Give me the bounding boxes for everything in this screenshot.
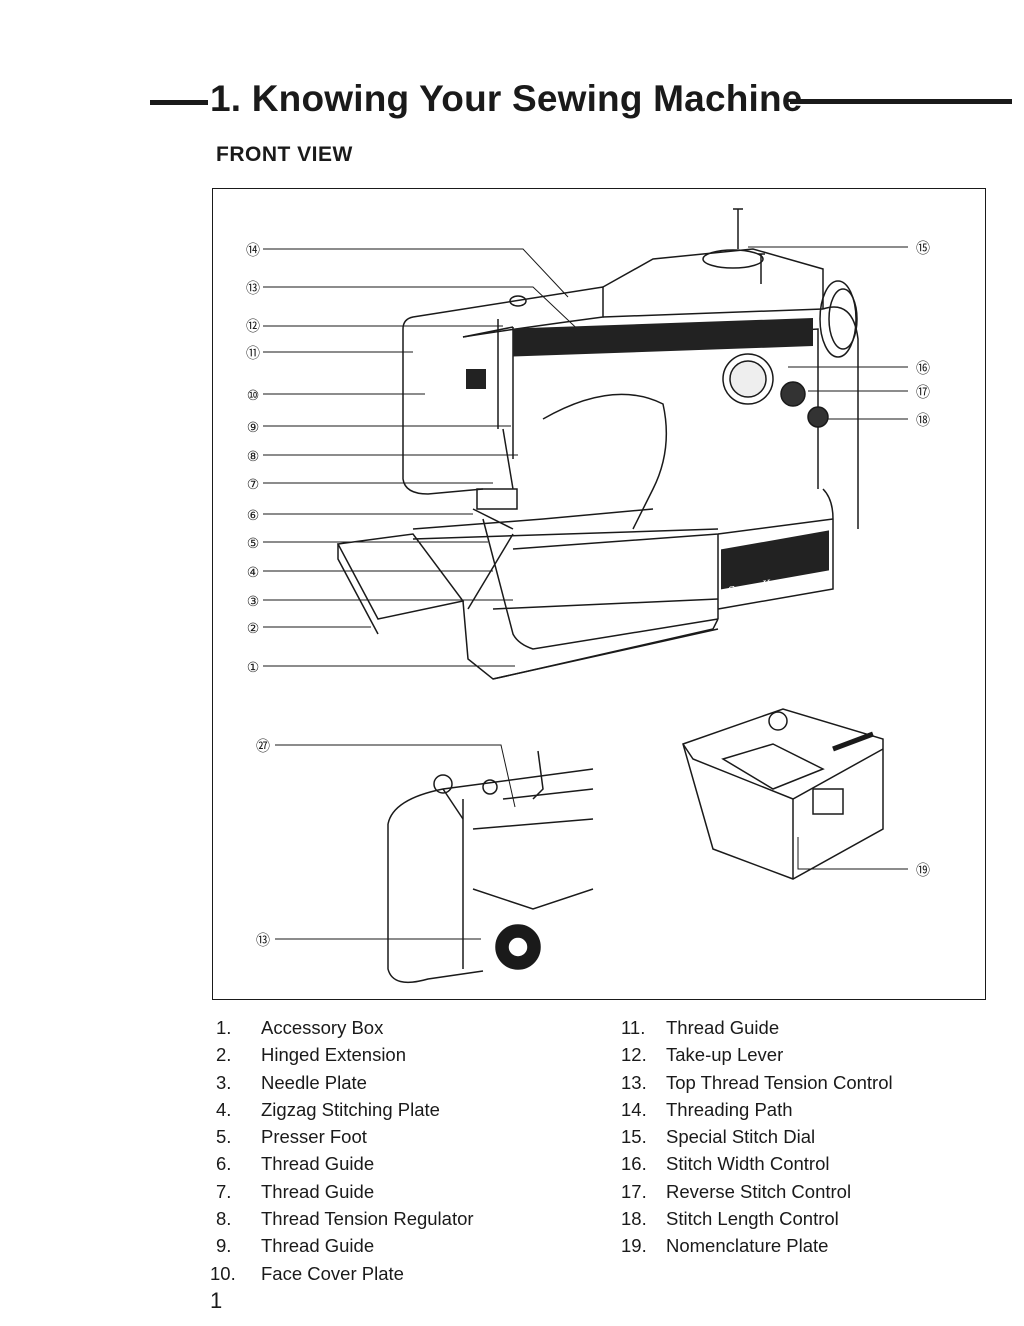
section-title: FRONT VIEW xyxy=(216,143,353,166)
callout-6: ⑥ xyxy=(247,508,260,524)
legend-label: Take-up Lever xyxy=(666,1044,784,1066)
sewing-machine-illustration: Sears Kenmore xyxy=(246,208,930,984)
legend-item: 10. Face Cover Plate xyxy=(210,1260,596,1287)
legend-number: 8. xyxy=(216,1208,232,1230)
callout-15: ⑮ xyxy=(916,241,930,257)
legend-item: 3. Needle Plate xyxy=(216,1069,596,1096)
legend-item: 8. Thread Tension Regulator xyxy=(216,1205,596,1232)
legend-item: 17. Reverse Stitch Control xyxy=(621,1178,981,1205)
legend-label: Hinged Extension xyxy=(261,1044,407,1066)
legend-number: 13. xyxy=(621,1071,647,1093)
page-number: 1 xyxy=(210,1288,223,1313)
legend-label: Reverse Stitch Control xyxy=(666,1180,852,1202)
title-rule-left xyxy=(150,100,208,105)
legend-number: 3. xyxy=(216,1071,232,1093)
callout-1: ① xyxy=(247,660,260,676)
legend-label: Stitch Width Control xyxy=(666,1153,830,1175)
sewing-machine-figure: Sears Kenmore xyxy=(212,188,986,1000)
callout-9: ⑨ xyxy=(247,420,260,436)
legend-number: 19. xyxy=(621,1235,647,1257)
legend-item: 6. Thread Guide xyxy=(216,1150,596,1177)
callout-3: ③ xyxy=(247,594,260,610)
legend-number: 14. xyxy=(621,1098,647,1120)
parts-legend-left: 1. Accessory Box 2. Hinged Extension 3. Nee… xyxy=(210,1014,596,1287)
legend-label: Stitch Length Control xyxy=(666,1208,839,1230)
legend-number: 2. xyxy=(216,1044,232,1066)
callout-27: ㉗ xyxy=(256,739,270,755)
legend-number: 16. xyxy=(621,1153,647,1175)
legend-label: Zigzag Stitching Plate xyxy=(261,1098,440,1120)
legend-item: 14. Threading Path xyxy=(621,1096,981,1123)
legend-item: 5. Presser Foot xyxy=(216,1123,596,1150)
callout-11: ⑪ xyxy=(246,346,260,362)
callout-13-detail: ⑬ xyxy=(256,933,270,949)
head-detail-inset xyxy=(387,750,594,984)
callout-markers: ⑭ ⑬ ⑫ ⑪ ⑩ ⑨ ⑧ ⑦ ⑥ ⑤ ④ ③ ② ① ⑮ ⑯ ⑰ ⑱ ㉗ ⑬ … xyxy=(246,241,930,949)
legend-number: 10. xyxy=(210,1262,236,1284)
legend-label: Thread Guide xyxy=(261,1235,375,1257)
callout-5: ⑤ xyxy=(247,536,260,552)
callout-12: ⑫ xyxy=(246,319,260,335)
callout-7: ⑦ xyxy=(247,477,260,493)
legend-number: 4. xyxy=(216,1098,232,1120)
parts-legend-right: 11. Thread Guide 12. Take-up Lever 13. Top … xyxy=(621,1014,981,1260)
callout-10: ⑩ xyxy=(247,388,260,404)
callout-14: ⑭ xyxy=(246,243,260,259)
legend-number: 6. xyxy=(216,1153,232,1175)
legend-item: 4. Zigzag Stitching Plate xyxy=(216,1096,596,1123)
legend-item: 11. Thread Guide xyxy=(621,1014,981,1041)
page-title: 1. Knowing Your Sewing Machine xyxy=(210,78,803,119)
callout-16: ⑯ xyxy=(916,361,930,377)
legend-item: 12. Take-up Lever xyxy=(621,1041,981,1068)
legend-number: 18. xyxy=(621,1208,647,1230)
accessory-box-inset xyxy=(682,708,884,880)
legend-number: 11. xyxy=(621,1017,646,1038)
legend-number: 17. xyxy=(621,1180,647,1202)
legend-label: Thread Guide xyxy=(666,1017,780,1038)
legend-item: 2. Hinged Extension xyxy=(216,1041,596,1068)
machine-body: Sears Kenmore xyxy=(336,208,859,680)
legend-label: Thread Guide xyxy=(261,1153,375,1175)
callout-4: ④ xyxy=(247,565,260,581)
legend-number: 1. xyxy=(216,1017,232,1038)
legend-label: Special Stitch Dial xyxy=(666,1126,816,1148)
legend-number: 15. xyxy=(621,1126,647,1148)
legend-item: 19. Nomenclature Plate xyxy=(621,1232,981,1259)
legend-item: 1. Accessory Box xyxy=(216,1014,596,1041)
callout-17: ⑰ xyxy=(916,385,930,401)
callout-8: ⑧ xyxy=(247,449,260,465)
legend-label: Needle Plate xyxy=(261,1071,367,1093)
legend-label: Presser Foot xyxy=(261,1126,367,1148)
callout-13: ⑬ xyxy=(246,281,260,297)
legend-number: 5. xyxy=(216,1126,232,1148)
legend-item: 15. Special Stitch Dial xyxy=(621,1123,981,1150)
legend-label: Threading Path xyxy=(666,1098,793,1120)
legend-label: Thread Tension Regulator xyxy=(261,1208,474,1230)
legend-number: 9. xyxy=(216,1235,232,1257)
callout-19: ⑲ xyxy=(916,863,930,879)
legend-number: 7. xyxy=(216,1180,232,1202)
legend-label: Face Cover Plate xyxy=(261,1262,404,1284)
page-title-bar: 1. Knowing Your Sewing Machine xyxy=(150,78,1012,128)
callout-18: ⑱ xyxy=(916,413,930,429)
legend-item: 16. Stitch Width Control xyxy=(621,1150,981,1177)
legend-label: Accessory Box xyxy=(261,1017,384,1038)
title-rule-right xyxy=(790,99,1012,104)
legend-item: 7. Thread Guide xyxy=(216,1178,596,1205)
legend-item: 9. Thread Guide xyxy=(216,1232,596,1259)
legend-label: Thread Guide xyxy=(261,1180,375,1202)
legend-item: 13. Top Thread Tension Control xyxy=(621,1069,981,1096)
legend-number: 12. xyxy=(621,1044,647,1066)
callout-2: ② xyxy=(247,621,260,637)
legend-label: Top Thread Tension Control xyxy=(666,1071,893,1093)
legend-item: 18. Stitch Length Control xyxy=(621,1205,981,1232)
leader-lines xyxy=(263,246,908,940)
legend-label: Nomenclature Plate xyxy=(666,1235,829,1257)
